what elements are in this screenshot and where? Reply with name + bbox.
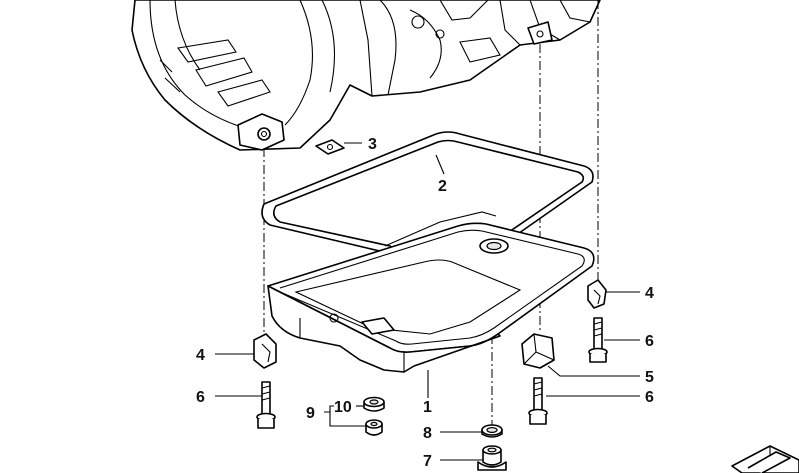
retaining-clip-right — [587, 279, 607, 309]
leader-lines — [215, 142, 640, 461]
sealing-ring — [481, 424, 503, 438]
retaining-clip-left — [253, 333, 277, 369]
oil-pan — [267, 222, 595, 373]
bolt-right-upper — [588, 317, 608, 363]
orientation-arrow-icon — [731, 445, 799, 473]
callout-5: 5 — [645, 369, 654, 386]
callout-labels: 3 2 4 4 6 5 6 6 1 10 9 8 7 — [196, 136, 654, 470]
oil-pan-gasket — [261, 131, 594, 259]
callout-6-right-upper: 6 — [645, 333, 654, 350]
callout-3: 3 — [368, 136, 377, 153]
callout-1: 1 — [423, 399, 432, 416]
transmission-housing — [131, 0, 601, 151]
callout-9: 9 — [306, 405, 315, 422]
callout-10: 10 — [334, 399, 352, 416]
mounting-bracket — [521, 333, 555, 369]
callout-7: 7 — [423, 453, 432, 470]
bolt-right-lower — [528, 377, 548, 425]
washer — [363, 396, 385, 412]
nut — [365, 419, 383, 436]
callout-8: 8 — [423, 425, 432, 442]
callout-2: 2 — [438, 178, 447, 195]
retaining-plate — [315, 139, 345, 155]
callout-6-left: 6 — [196, 389, 205, 406]
callout-6-right-lower: 6 — [645, 389, 654, 406]
drain-plug — [477, 445, 507, 471]
bolt-left — [256, 381, 276, 429]
callout-4-right: 4 — [645, 285, 654, 302]
callout-4-left: 4 — [196, 347, 205, 364]
